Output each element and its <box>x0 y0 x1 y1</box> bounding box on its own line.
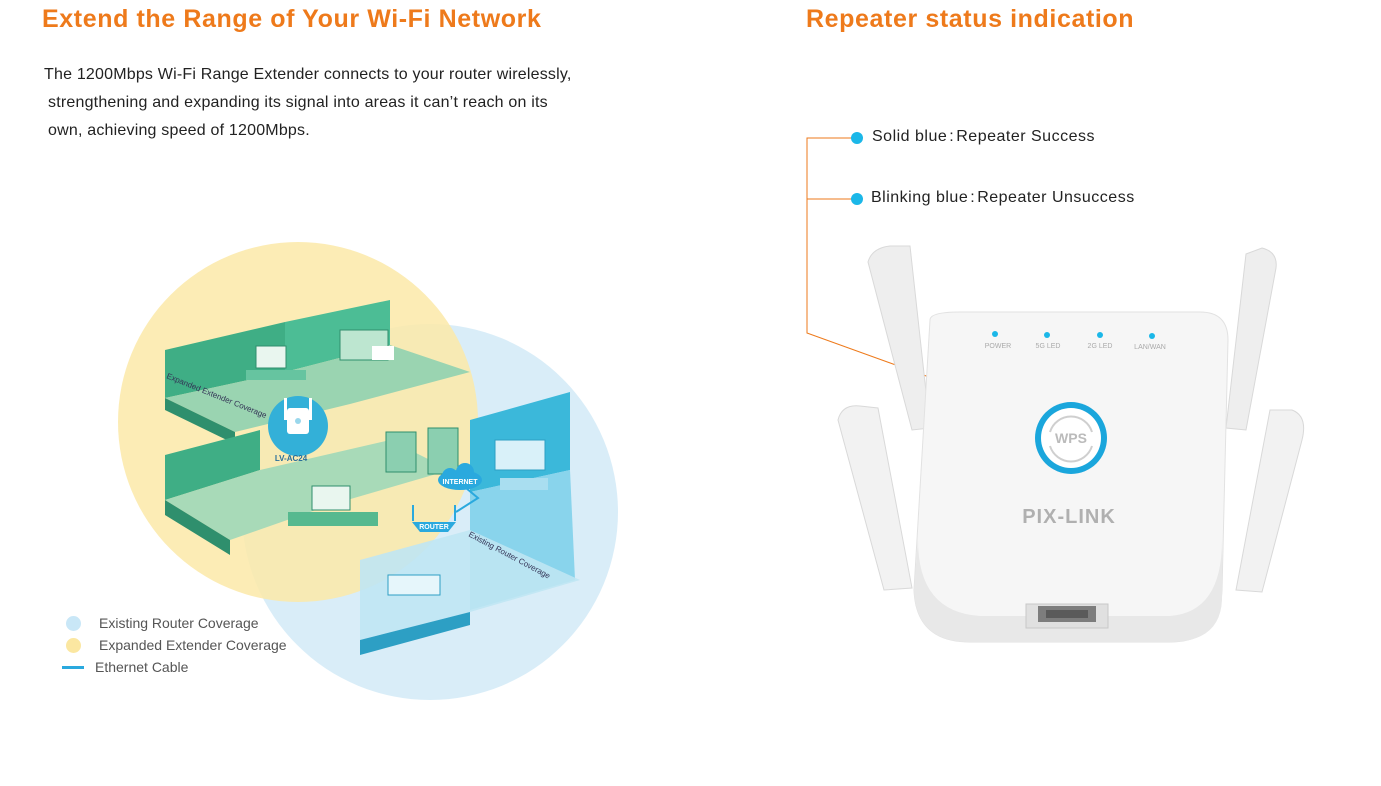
upper-floor <box>165 300 470 444</box>
led-label-lanwan: LAN/WAN <box>1134 344 1166 351</box>
status-meaning: Repeater Success <box>956 128 1095 145</box>
legend-router-dot-icon <box>66 615 81 631</box>
lower-floor-blue <box>360 392 580 655</box>
section-title-extend-range: Extend the Range of Your Wi-Fi Network <box>42 5 542 33</box>
legend-label: Existing Router Coverage <box>99 615 259 631</box>
coverage-illustration: LV-AC24 INTERNET ROUTER Expanded Extende… <box>118 242 618 700</box>
legend-label: Expanded Extender Coverage <box>99 637 287 653</box>
legend-cable-line-icon <box>62 665 84 669</box>
intro-line-2: strengthening and expanding its signal i… <box>48 94 548 111</box>
status-state: Blinking blue <box>871 189 969 206</box>
ethernet-port-icon <box>1025 603 1109 629</box>
status-state: Solid blue <box>872 128 948 145</box>
legend-item-ethernet-cable: Ethernet Cable <box>62 656 287 678</box>
status-dot-blinking <box>851 193 863 205</box>
extender-marker <box>268 396 328 456</box>
status-meaning: Repeater Unsuccess <box>977 189 1135 206</box>
legend-item-extender-coverage: Expanded Extender Coverage <box>62 634 287 656</box>
section-title-repeater-status: Repeater status indication <box>806 5 1135 33</box>
device-illustration: POWER 5G LED 2G LED LAN/WAN WPS PIX-LINK <box>806 132 1305 643</box>
led-label-power: POWER <box>985 343 1011 350</box>
lower-floor-green <box>165 427 459 555</box>
intro-line-3: own, achieving speed of 1200Mbps. <box>48 122 310 139</box>
status-blinking-blue: Blinking blue:Repeater Unsuccess <box>871 189 1135 206</box>
extender-model-label: LV-AC24 <box>275 454 308 463</box>
internet-cloud-icon <box>438 463 482 490</box>
status-dot-solid <box>851 132 863 144</box>
router-icon <box>412 487 480 532</box>
wps-label: WPS <box>1055 430 1087 446</box>
led-label-2g: 2G LED <box>1088 343 1113 350</box>
router-label: ROUTER <box>419 524 449 531</box>
coverage-legend: Existing Router Coverage Expanded Extend… <box>62 612 287 678</box>
legend-label: Ethernet Cable <box>95 659 189 675</box>
brand-logo: PIX-LINK <box>1022 506 1116 528</box>
status-solid-blue: Solid blue:Repeater Success <box>872 128 1095 145</box>
led-label-5g: 5G LED <box>1036 343 1061 350</box>
intro-description: The 1200Mbps Wi-Fi Range Extender connec… <box>44 61 644 145</box>
internet-label: INTERNET <box>443 479 479 486</box>
legend-extender-dot-icon <box>66 637 81 653</box>
intro-line-1: The 1200Mbps Wi-Fi Range Extender connec… <box>44 66 572 83</box>
legend-item-router-coverage: Existing Router Coverage <box>62 612 287 634</box>
